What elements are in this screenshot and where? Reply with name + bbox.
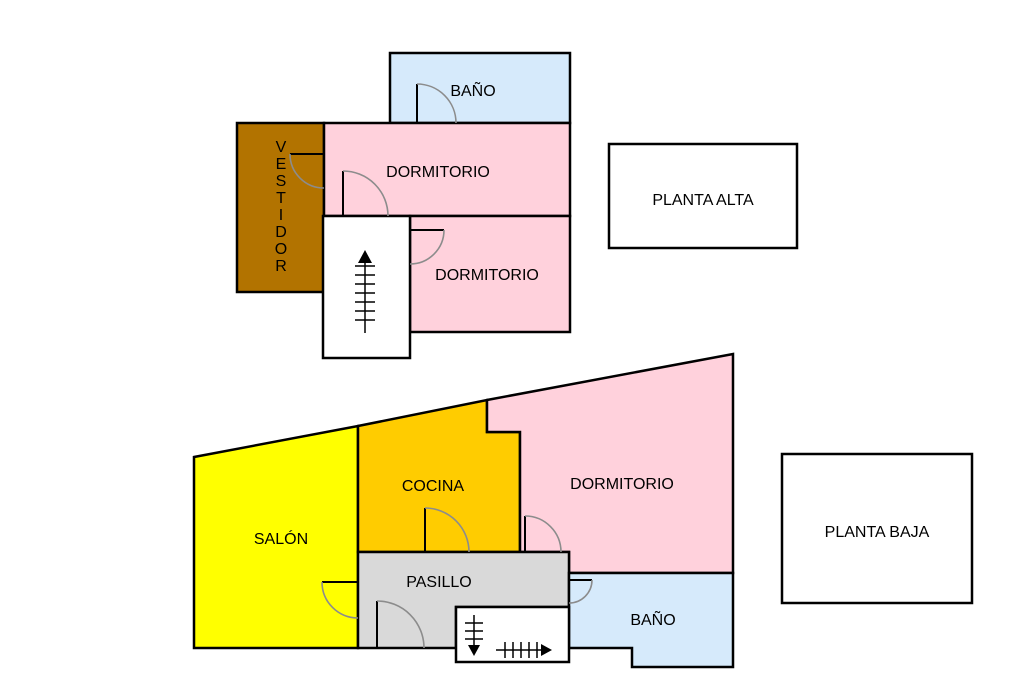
closet-letter: O: [275, 241, 287, 258]
ground-floor-legend: PLANTA BAJA: [825, 524, 930, 541]
ground-kitchen-door: [424, 507, 470, 553]
upper-bedroom-1-label: DORMITORIO: [386, 164, 490, 181]
upper-bedroom-2-door: [409, 229, 445, 265]
ground-bathroom-door: [568, 579, 593, 604]
ground-bathroom-label: BAÑO: [630, 609, 675, 629]
upper-bathroom: [388, 51, 572, 125]
ground-bedroom: [485, 352, 735, 575]
ground-kitchen-label: COCINA: [402, 478, 465, 495]
closet-letter: S: [276, 173, 287, 190]
ground-bedroom-door: [524, 515, 562, 553]
closet-letter: T: [276, 190, 286, 207]
ground-entrance-door: [376, 600, 425, 649]
ground-living-room-door: [321, 581, 359, 619]
upper-bedroom-1-door: [342, 170, 389, 217]
upper-floor-legend: PLANTA ALTA: [652, 192, 754, 209]
upper-stairwell: [321, 214, 412, 360]
upper-bathroom-label: BAÑO: [450, 80, 495, 100]
upper-stair-arrow-icon: [355, 250, 375, 333]
closet-letter: E: [276, 156, 287, 173]
ground-hallway-label: PASILLO: [406, 574, 472, 591]
ground-living-room-label: SALÓN: [254, 529, 308, 548]
closet-letter: V: [276, 139, 287, 156]
closet-letter: I: [279, 207, 283, 224]
upper-bedroom-1: [322, 121, 572, 218]
closet-letter: R: [275, 258, 287, 275]
upper-closet-door: [289, 153, 325, 189]
ground-bedroom-label: DORMITORIO: [570, 476, 674, 493]
upper-bedroom-2-label: DORMITORIO: [435, 267, 539, 284]
ground-floor: SALÓN COCINA DORMITORIO PASILLO BAÑO PLA…: [192, 352, 974, 669]
upper-floor-legend-box: [607, 142, 799, 250]
ground-stair-right-arrow-icon: [496, 642, 552, 658]
ground-stair-down-arrow-icon: [465, 615, 483, 656]
ground-floor-legend-box: [780, 452, 974, 605]
closet-letter: D: [275, 224, 287, 241]
upper-bedroom-2: [408, 214, 572, 334]
upper-walk-in-closet: [235, 121, 326, 294]
upper-bathroom-door: [416, 83, 457, 124]
